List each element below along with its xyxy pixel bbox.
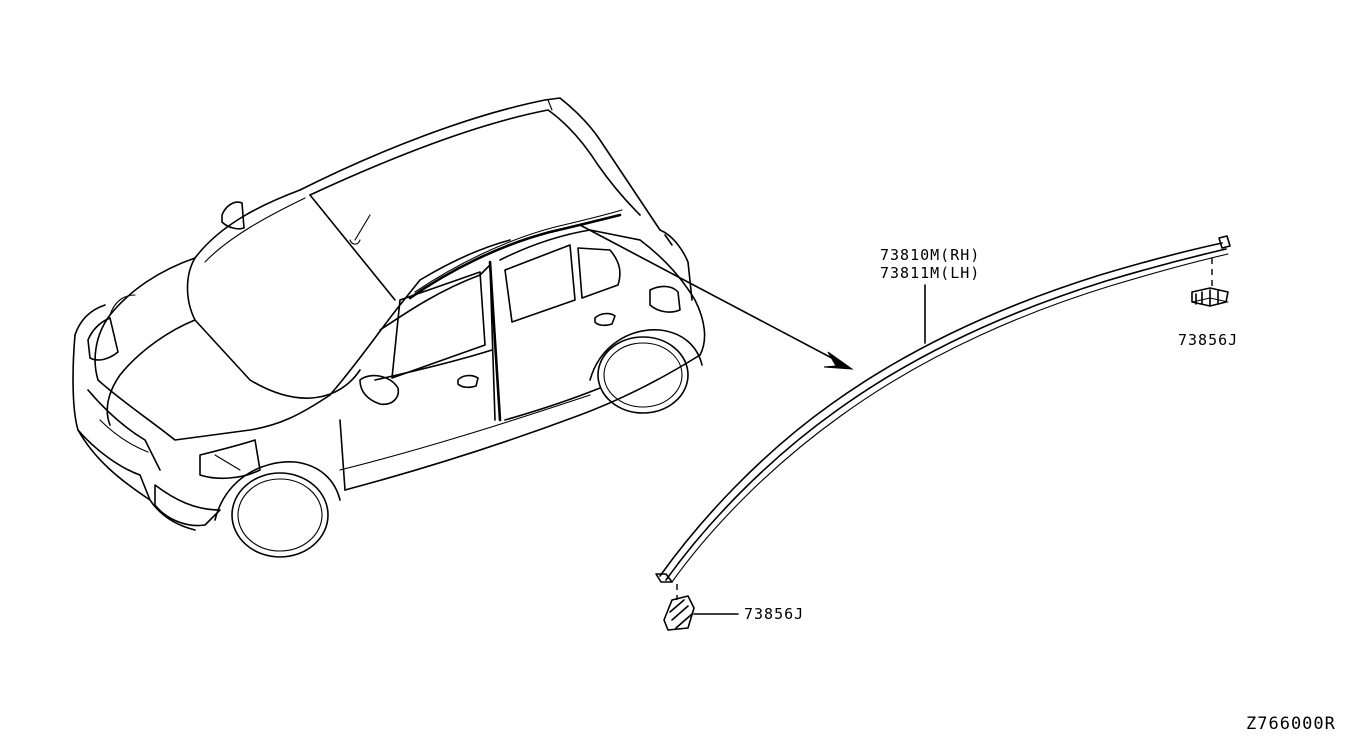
clip-number-upper: 73856J — [1178, 331, 1238, 349]
vehicle-illustration — [72, 97, 706, 558]
roof-drip-molding — [655, 235, 1231, 583]
pointer-arrow — [579, 224, 854, 370]
part-number-rh: 73810M(RH) — [880, 246, 980, 264]
lower-clip — [663, 584, 739, 631]
upper-clip — [1191, 258, 1229, 307]
clip-number-lower: 73856J — [744, 605, 804, 623]
diagram-code: Z766000R — [1246, 714, 1336, 734]
part-number-lh: 73811M(LH) — [880, 264, 980, 282]
